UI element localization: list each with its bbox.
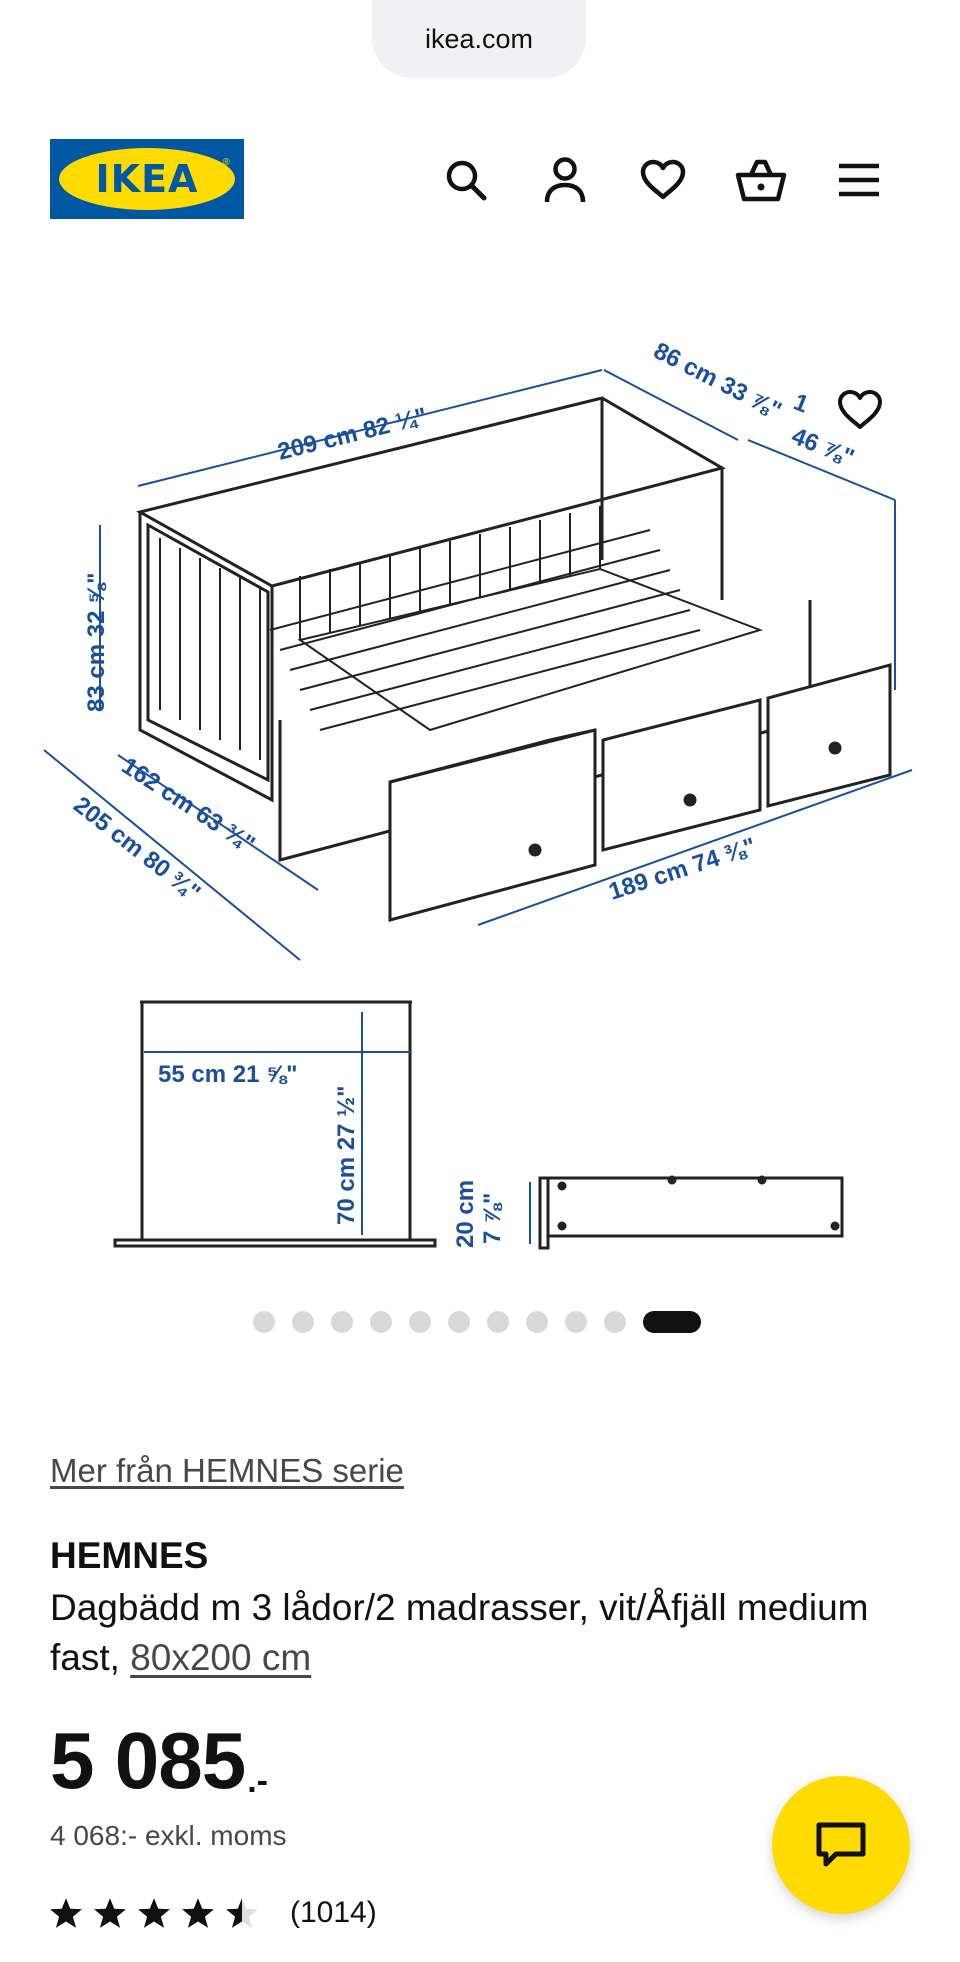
gallery-dot[interactable] xyxy=(370,1311,392,1333)
review-count: (1014) xyxy=(290,1896,377,1929)
product-rating[interactable]: (1014) xyxy=(48,1896,377,1930)
daybed-illustration xyxy=(135,396,892,922)
logo-text: IKEA xyxy=(95,157,199,201)
product-description: Dagbädd m 3 lådor/2 madrasser, vit/Åfjäl… xyxy=(50,1583,870,1683)
gallery-dot[interactable] xyxy=(253,1311,275,1333)
chat-button[interactable] xyxy=(772,1776,910,1914)
drawer-front-view xyxy=(113,1000,437,1248)
gallery-dot[interactable] xyxy=(526,1311,548,1333)
heart-icon[interactable] xyxy=(633,150,693,210)
gallery-dot[interactable] xyxy=(448,1311,470,1333)
gallery-pagination xyxy=(253,1310,701,1334)
product-size-link[interactable]: 80x200 cm xyxy=(130,1637,312,1678)
gallery-dot[interactable] xyxy=(604,1311,626,1333)
registered-mark: ® xyxy=(222,157,230,168)
gallery-dot[interactable] xyxy=(409,1311,431,1333)
gallery-dot[interactable] xyxy=(565,1311,587,1333)
star-icon xyxy=(182,1898,214,1928)
dim-right-cm: 1 xyxy=(790,389,813,419)
gallery-dot[interactable] xyxy=(487,1311,509,1333)
logo-oval: IKEA xyxy=(59,148,235,210)
url-text: ikea.com xyxy=(424,23,534,54)
gallery-dot[interactable] xyxy=(331,1311,353,1333)
product-brand: HEMNES xyxy=(50,1535,209,1576)
gallery-dot-active[interactable] xyxy=(643,1311,701,1333)
menu-icon[interactable] xyxy=(829,150,889,210)
product-description-text: Dagbädd m 3 lådor/2 madrasser, vit/Åfjäl… xyxy=(50,1587,869,1678)
dim-depth: 86 cm 33 ⅞" xyxy=(649,337,786,424)
ikea-logo[interactable]: IKEA ® xyxy=(50,139,244,219)
user-icon[interactable] xyxy=(535,150,595,210)
dim-drawer-width: 55 cm 21 ⅝" xyxy=(158,1061,297,1088)
dim-drawer-depth-cm: 20 cm xyxy=(452,1180,479,1248)
dim-drawer-depth-in: 7 ⅞" xyxy=(479,1193,506,1244)
rating-stars xyxy=(48,1896,260,1930)
star-icon xyxy=(138,1898,170,1928)
price-excl-vat: 4 068:- exkl. moms xyxy=(50,1820,287,1851)
basket-icon[interactable] xyxy=(731,150,791,210)
star-icon xyxy=(226,1898,258,1928)
dim-drawer-height: 70 cm 27 ½" xyxy=(333,1086,360,1225)
series-link[interactable]: Mer från HEMNES serie xyxy=(50,1452,404,1489)
save-favourite-button[interactable] xyxy=(830,380,890,440)
product-price: 5 085 .- xyxy=(50,1716,268,1806)
product-dimension-drawing[interactable]: 209 cm 82 ¼" 86 cm 33 ⅞" 1 46 ⅞" 83 cm 3… xyxy=(0,300,960,1280)
drawer-side-view xyxy=(538,1175,844,1250)
price-value: 5 085 xyxy=(50,1716,246,1805)
star-icon xyxy=(94,1898,126,1928)
chat-icon xyxy=(816,1822,866,1867)
dim-height: 83 cm 32 ⅝" xyxy=(83,573,110,712)
star-icon xyxy=(50,1898,82,1928)
browser-url-bar[interactable]: ikea.com xyxy=(372,0,586,78)
price-suffix: .- xyxy=(247,1762,268,1800)
search-icon[interactable] xyxy=(436,150,496,210)
gallery-dot[interactable] xyxy=(292,1311,314,1333)
